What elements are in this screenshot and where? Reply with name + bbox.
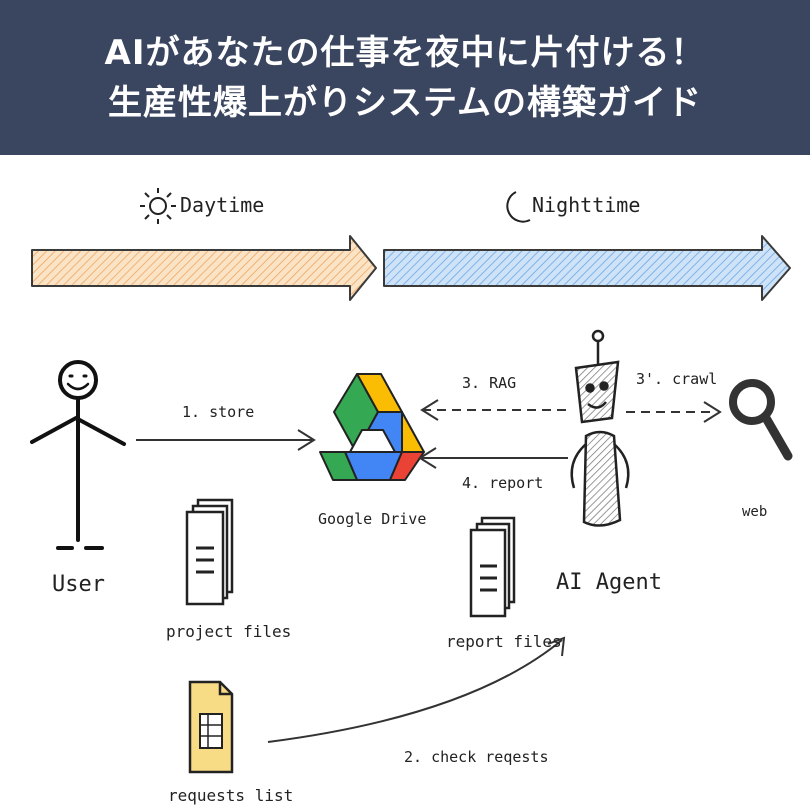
- daytime-label: Daytime: [180, 193, 265, 217]
- web-label: web: [742, 504, 768, 520]
- drive-label: Google Drive: [318, 510, 427, 528]
- title-line-1: AIがあなたの仕事を夜中に片付ける！: [104, 32, 706, 73]
- title-line-2: 生産性爆上がりシステムの構築ガイド: [108, 82, 702, 123]
- check-edge-label: 2. check reqests: [404, 748, 549, 766]
- moon-icon: [506, 191, 531, 223]
- title-banner: AIがあなたの仕事を夜中に片付ける！ 生産性爆上がりシステムの構築ガイド: [0, 0, 810, 155]
- user-figure: [30, 360, 126, 550]
- report-arrow: [418, 447, 568, 469]
- store-edge-label: 1. store: [182, 403, 255, 421]
- requests-list-label: requests list: [168, 786, 294, 805]
- user-label: User: [52, 572, 105, 597]
- nighttime-label: Nighttime: [532, 193, 641, 217]
- store-arrow: [136, 429, 316, 451]
- google-drive-icon: [319, 373, 425, 481]
- daytime-arrow: [31, 235, 377, 301]
- magnifier-icon: [729, 379, 793, 461]
- nighttime-arrow: [383, 235, 791, 301]
- crawl-arrow: [626, 401, 722, 423]
- agent-label: AI Agent: [556, 570, 662, 595]
- ai-agent-robot: [570, 329, 630, 527]
- project-files-label: project files: [166, 622, 292, 641]
- requests-list-icon: [188, 680, 234, 774]
- rag-arrow: [420, 399, 566, 421]
- report-files-label: report files: [446, 632, 562, 651]
- project-files-icon: [185, 498, 234, 606]
- rag-edge-label: 3. RAG: [462, 374, 517, 392]
- report-edge-label: 4. report: [462, 474, 544, 492]
- crawl-edge-label: 3'. crawl: [636, 370, 718, 388]
- sun-icon: [140, 188, 176, 224]
- check-requests-arrow: [267, 636, 566, 743]
- report-files-icon: [469, 516, 516, 618]
